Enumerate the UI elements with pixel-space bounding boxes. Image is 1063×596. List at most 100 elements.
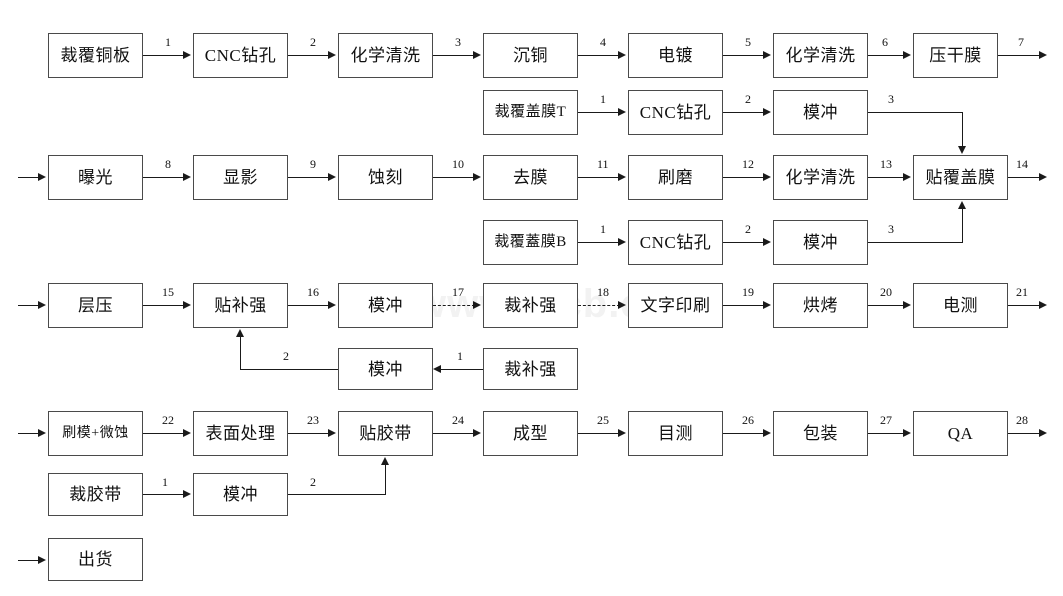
edge-4	[578, 55, 620, 56]
edge-label-coverlayB-3: 3	[888, 222, 894, 236]
edge-label-coverlayB-2: 2	[745, 222, 751, 236]
node-tie-fu-gai-mo[interactable]: 贴覆盖膜	[913, 155, 1008, 200]
arrow-row5-in	[38, 300, 46, 309]
node-tie-jiao-dai[interactable]: 贴胶带	[338, 411, 433, 456]
node-xian-ying[interactable]: 显影	[193, 155, 288, 200]
arrow-coverlayT-3	[957, 146, 966, 154]
arrow-17	[473, 300, 481, 309]
node-mo-chong-r5[interactable]: 模冲	[338, 283, 433, 328]
edge-2	[288, 55, 330, 56]
node-mo-chong-r8[interactable]: 模冲	[193, 473, 288, 516]
node-wen-zi-yin-shua[interactable]: 文字印刷	[628, 283, 723, 328]
arrow-row3-in	[38, 172, 46, 181]
node-bao-zhuang[interactable]: 包装	[773, 411, 868, 456]
node-biao-mian-chu-li[interactable]: 表面处理	[193, 411, 288, 456]
arrow-27	[903, 428, 911, 437]
node-chem-clean-1[interactable]: 化学清洗	[338, 33, 433, 78]
edge-12	[723, 177, 765, 178]
edge-label-11: 11	[597, 157, 609, 171]
edge-coverlayT-3-v	[962, 112, 963, 147]
arrow-tape-2	[380, 457, 389, 465]
arrow-13	[903, 172, 911, 181]
arrow-2	[328, 50, 336, 59]
edge-label-7: 7	[1018, 35, 1024, 49]
edge-label-reinf-2: 2	[283, 349, 289, 363]
edge-label-8: 8	[165, 157, 171, 171]
edge-label-28: 28	[1016, 413, 1028, 427]
node-cai-jiao-dai[interactable]: 裁胶带	[48, 473, 143, 516]
node-chen-tong[interactable]: 沉铜	[483, 33, 578, 78]
edge-6	[868, 55, 905, 56]
node-cai-bu-qiang-2[interactable]: 裁补强	[483, 348, 578, 390]
node-qa[interactable]: QA	[913, 411, 1008, 456]
edge-coverlayT-3-h	[868, 112, 963, 113]
node-chu-huo[interactable]: 出货	[48, 538, 143, 581]
edge-label-4: 4	[600, 35, 606, 49]
node-mo-chong-bottom[interactable]: 模冲	[773, 220, 868, 265]
edge-7	[998, 55, 1041, 56]
edge-5	[723, 55, 765, 56]
edge-reinf-2-v	[240, 337, 241, 370]
edge-label-27: 27	[880, 413, 892, 427]
edge-label-18: 18	[597, 285, 609, 299]
arrow-7	[1039, 50, 1047, 59]
edge-row3-in	[18, 177, 40, 178]
node-cnc-drill-3[interactable]: CNC钻孔	[628, 220, 723, 265]
edge-row9-in	[18, 560, 40, 561]
node-qu-mo[interactable]: 去膜	[483, 155, 578, 200]
arrow-14	[1039, 172, 1047, 181]
node-cnc-drill-1[interactable]: CNC钻孔	[193, 33, 288, 78]
edge-label-14: 14	[1016, 157, 1028, 171]
node-tie-bu-qiang[interactable]: 贴补强	[193, 283, 288, 328]
arrow-coverlayB-2	[763, 237, 771, 246]
edge-label-coverlayT-2: 2	[745, 92, 751, 106]
edge-label-6: 6	[882, 35, 888, 49]
node-cheng-xing[interactable]: 成型	[483, 411, 578, 456]
node-ya-gan-mo[interactable]: 压干膜	[913, 33, 998, 78]
arrow-24	[473, 428, 481, 437]
node-shi-ke[interactable]: 蚀刻	[338, 155, 433, 200]
edge-21	[1008, 305, 1041, 306]
node-ceng-ya[interactable]: 层压	[48, 283, 143, 328]
edge-3	[433, 55, 475, 56]
arrow-28	[1039, 428, 1047, 437]
node-shua-mo-wei-shi[interactable]: 刷模+微蚀	[48, 411, 143, 456]
node-shua-mo[interactable]: 刷磨	[628, 155, 723, 200]
edge-label-26: 26	[742, 413, 754, 427]
edge-label-19: 19	[742, 285, 754, 299]
edge-label-10: 10	[452, 157, 464, 171]
node-dian-ce[interactable]: 电测	[913, 283, 1008, 328]
node-chem-clean-2[interactable]: 化学清洗	[773, 33, 868, 78]
node-mo-chong-r6[interactable]: 模冲	[338, 348, 433, 390]
node-cai-fu-gai-mo-b[interactable]: 裁覆蓋膜B	[483, 220, 578, 265]
node-hong-kao[interactable]: 烘烤	[773, 283, 868, 328]
arrow-reinf-2	[235, 329, 244, 337]
node-cai-fu-tong-ban[interactable]: 裁覆铜板	[48, 33, 143, 78]
node-mu-ce[interactable]: 目测	[628, 411, 723, 456]
arrow-reinf-1	[433, 364, 441, 373]
edge-coverlayT-1	[578, 112, 620, 113]
node-cai-bu-qiang[interactable]: 裁补强	[483, 283, 578, 328]
edge-23	[288, 433, 330, 434]
edge-9	[288, 177, 330, 178]
node-bao-guang[interactable]: 曝光	[48, 155, 143, 200]
arrow-9	[328, 172, 336, 181]
node-cnc-drill-2[interactable]: CNC钻孔	[628, 90, 723, 135]
node-cai-fu-gai-mo-t[interactable]: 裁覆盖膜T	[483, 90, 578, 135]
edge-label-22: 22	[162, 413, 174, 427]
edge-15	[143, 305, 185, 306]
edge-reinf-2-h	[240, 369, 338, 370]
arrow-row7-in	[38, 428, 46, 437]
arrow-3	[473, 50, 481, 59]
node-chem-clean-3[interactable]: 化学清洗	[773, 155, 868, 200]
node-mo-chong-top[interactable]: 模冲	[773, 90, 868, 135]
arrow-15	[183, 300, 191, 309]
arrow-22	[183, 428, 191, 437]
node-dian-du[interactable]: 电镀	[628, 33, 723, 78]
edge-coverlayB-3-v	[962, 209, 963, 243]
edge-label-12: 12	[742, 157, 754, 171]
edge-label-tape-2: 2	[310, 475, 316, 489]
edge-label-24: 24	[452, 413, 464, 427]
arrow-coverlayB-1	[618, 237, 626, 246]
